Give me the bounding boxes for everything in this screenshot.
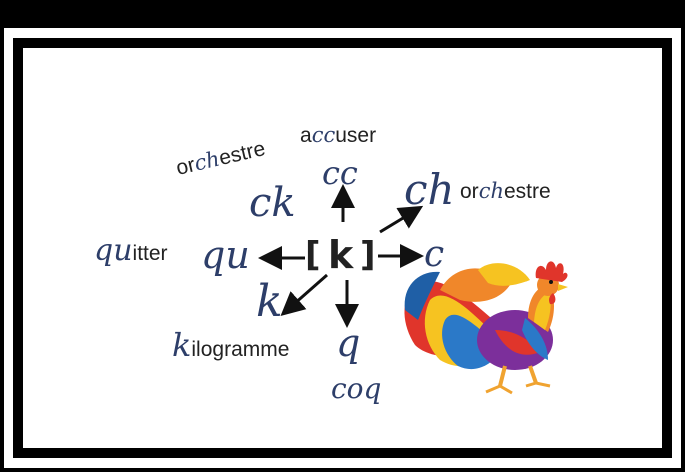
bracket-left: [ [305, 235, 321, 275]
spelling-qu: qu [201, 233, 250, 277]
example-accuser: accuser [300, 123, 376, 147]
example-quitter: quitter [94, 233, 168, 268]
spelling-cc: cc [322, 154, 358, 192]
phoneme-k: k [328, 233, 354, 277]
spelling-k: k [256, 276, 283, 327]
spelling-ck: ck [249, 180, 296, 226]
example-orchestre-right: orchestre [460, 179, 551, 203]
picture-border [13, 38, 672, 458]
image-frame [4, 28, 681, 468]
spelling-ch: ch [404, 165, 455, 214]
rooster-icon [404, 261, 568, 395]
spelling-c: c [424, 234, 444, 275]
bracket-right: ] [360, 235, 376, 275]
diagram-card [29, 52, 656, 442]
arrow-down-left-icon [280, 273, 328, 316]
example-orchestre-left: orchestre [174, 136, 268, 180]
arrow-up-right-icon [379, 205, 424, 234]
spelling-q: q [336, 321, 360, 365]
example-coq: coq [331, 372, 381, 405]
example-kilogramme: kilogramme [172, 326, 289, 364]
